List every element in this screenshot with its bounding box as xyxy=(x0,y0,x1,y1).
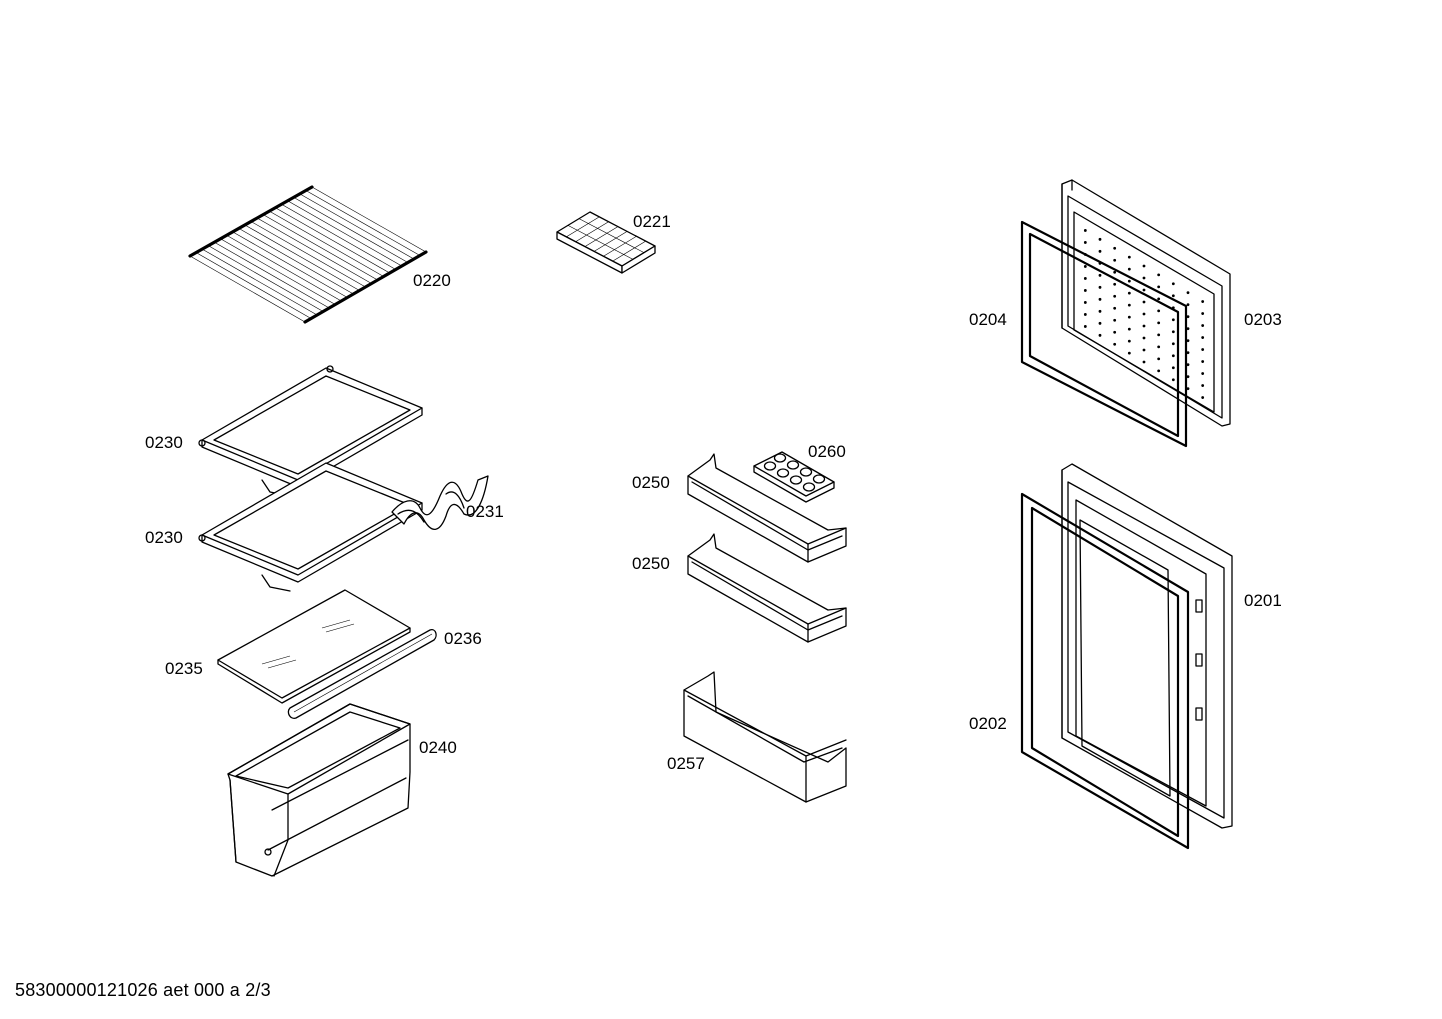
part-label-0201: 0201 xyxy=(1244,591,1282,610)
part-label-0236: 0236 xyxy=(444,629,482,648)
part-label-0250-lower: 0250 xyxy=(632,554,670,573)
fridge-gasket-0202 xyxy=(1020,492,1190,850)
part-label-0230-lower: 0230 xyxy=(145,528,183,547)
glass-plate-0235 xyxy=(217,589,411,704)
part-label-0250-upper: 0250 xyxy=(632,473,670,492)
crisper-drawer-0240 xyxy=(227,703,411,877)
glass-shelf-0230-lower xyxy=(198,462,423,592)
bottle-rack-0231 xyxy=(391,475,489,530)
part-label-0257: 0257 xyxy=(667,754,705,773)
document-footer-code: 58300000121026 aet 000 a 2/3 xyxy=(15,980,271,1000)
part-label-0204: 0204 xyxy=(969,310,1007,329)
part-label-0260: 0260 xyxy=(808,442,846,461)
part-label-0235: 0235 xyxy=(165,659,203,678)
bottle-shelf-0257 xyxy=(683,671,847,803)
part-label-0231: 0231 xyxy=(466,502,504,521)
part-label-0230-upper: 0230 xyxy=(145,433,183,452)
fridge-door-0201 xyxy=(1061,463,1233,829)
door-shelf-0250-upper xyxy=(687,453,847,563)
profile-strip-0236 xyxy=(287,629,437,719)
freezer-gasket-0204 xyxy=(1020,220,1188,448)
part-label-0220: 0220 xyxy=(413,271,451,290)
door-shelf-0250-lower xyxy=(687,533,847,643)
part-label-0203: 0203 xyxy=(1244,310,1282,329)
part-label-0202: 0202 xyxy=(969,714,1007,733)
freezer-door-0203 xyxy=(1061,179,1231,427)
part-label-0240: 0240 xyxy=(419,738,457,757)
part-label-0221: 0221 xyxy=(633,212,671,231)
ice-tray-0221 xyxy=(556,211,656,274)
egg-tray-0260 xyxy=(753,451,835,503)
wire-shelf-0220 xyxy=(188,185,428,324)
